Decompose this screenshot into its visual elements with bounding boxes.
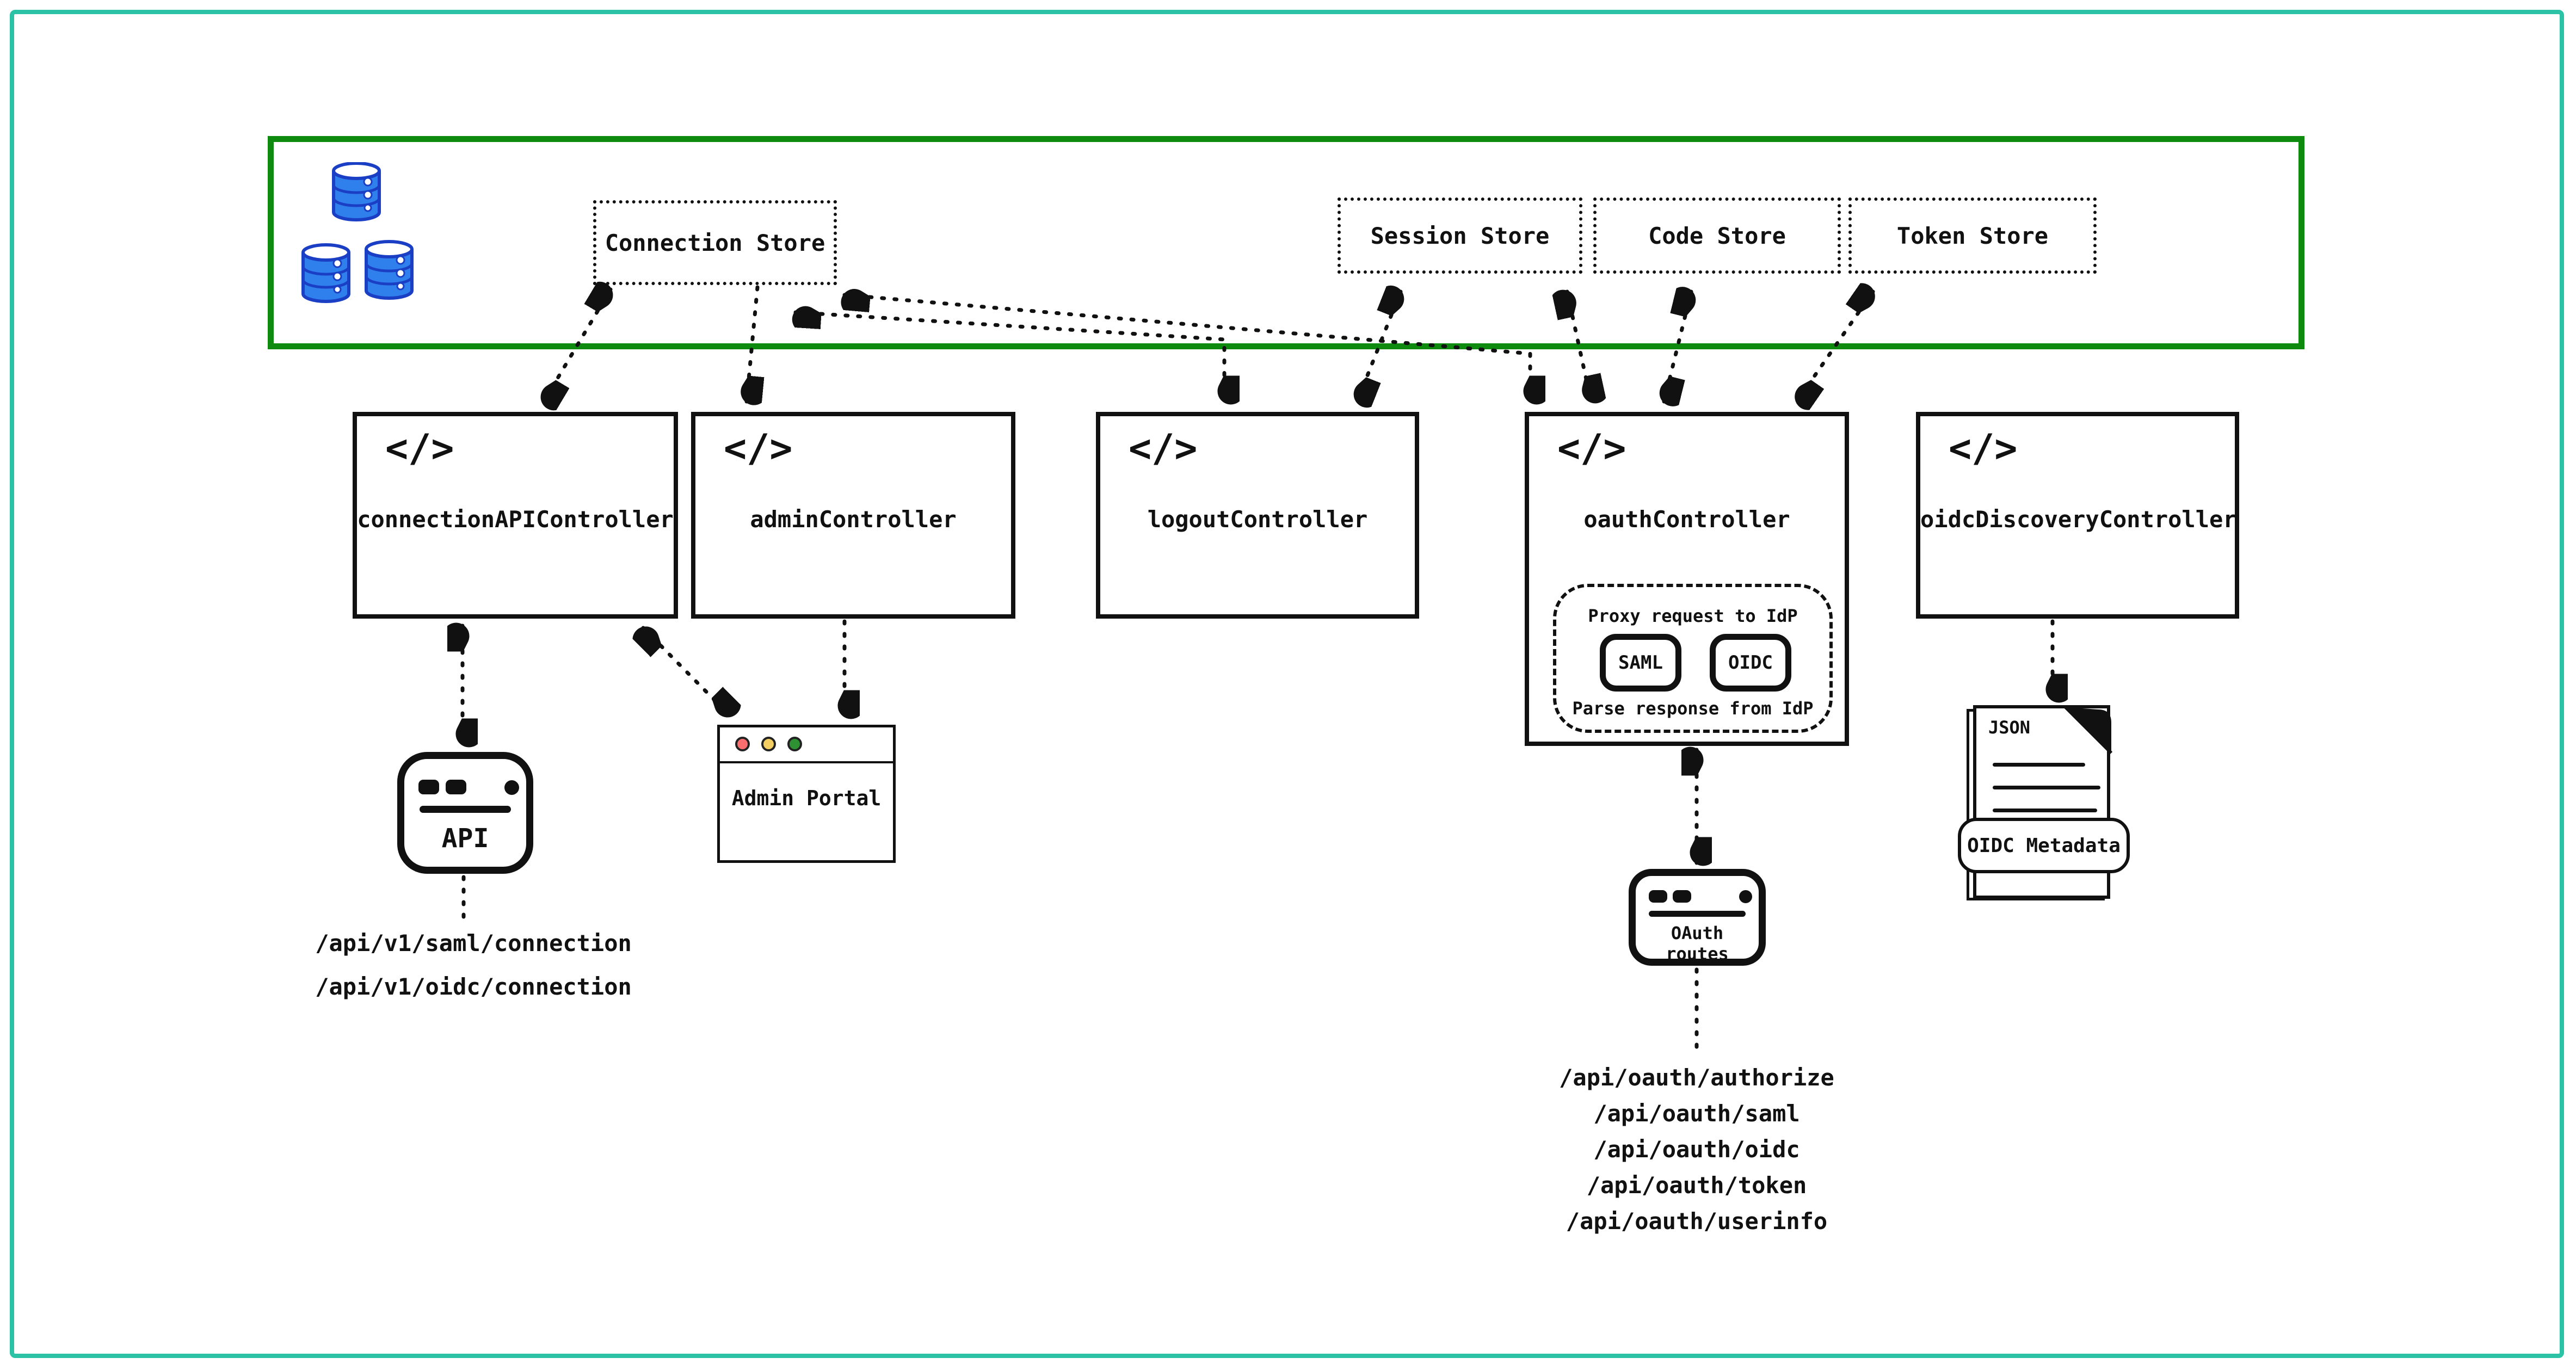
maximize-window-icon (787, 737, 802, 751)
code-icon: </> (1557, 426, 1626, 471)
portal-title-bar (720, 727, 893, 763)
session-store-box: Session Store (1338, 198, 1582, 274)
oidc-protocol-pill: OIDC (1710, 634, 1791, 692)
window-dash-icon (418, 780, 439, 794)
oidc-metadata-banner: OIDC Metadata (1958, 818, 2130, 873)
text-line (1993, 786, 2100, 789)
saml-label: SAML (1618, 652, 1663, 674)
logout-controller-label: logoutController (1147, 506, 1368, 533)
oidc-discovery-controller-box: </> oidcDiscoveryController (1916, 412, 2239, 619)
admin-controller-label: adminController (750, 506, 957, 533)
oidc-discovery-controller-label: oidcDiscoveryController (1920, 506, 2237, 533)
page-fold-icon (2065, 706, 2113, 755)
api-endpoint: /api/v1/oidc/connection (315, 973, 632, 1000)
oauth-endpoint: /api/oauth/oidc (1593, 1136, 1800, 1163)
admin-controller-box: </> adminController (691, 412, 1015, 619)
window-dash-icon (1649, 890, 1667, 903)
oauth-routes-window-icon: OAuth routes (1629, 869, 1766, 966)
window-dot-icon (1739, 890, 1752, 903)
text-line (1993, 763, 2085, 767)
window-bar (420, 806, 511, 813)
code-icon: </> (724, 426, 793, 471)
admin-portal-label: Admin Portal (731, 786, 882, 810)
parse-response-label: Parse response from IdP (1572, 698, 1814, 719)
connection-api-controller-box: </> connectionAPIController (353, 412, 678, 619)
code-store-box: Code Store (1593, 198, 1841, 274)
window-dot-icon (504, 780, 519, 795)
saml-protocol-pill: SAML (1600, 634, 1681, 692)
admin-portal-window: Admin Portal (717, 725, 896, 863)
connection-api-controller-label: connectionAPIController (357, 506, 674, 533)
api-endpoint-list: /api/v1/saml/connection /api/v1/oidc/con… (305, 922, 642, 1009)
token-store-box: Token Store (1848, 198, 2097, 274)
oauth-controller-label: oauthController (1583, 506, 1790, 533)
code-store-label: Code Store (1648, 222, 1786, 249)
idp-proxy-box: Proxy request to IdP SAML OIDC Parse res… (1553, 584, 1833, 733)
close-window-icon (735, 737, 750, 751)
oauth-endpoint: /api/oauth/saml (1593, 1100, 1800, 1127)
oauth-endpoint: /api/oauth/userinfo (1566, 1208, 1828, 1235)
oauth-endpoint-list: /api/oauth/authorize /api/oauth/saml /ap… (1533, 1060, 1860, 1239)
code-icon: </> (1949, 426, 2018, 471)
oauth-endpoint: /api/oauth/authorize (1559, 1064, 1834, 1091)
logout-controller-box: </> logoutController (1096, 412, 1419, 619)
oidc-metadata-label: OIDC Metadata (1967, 834, 2121, 857)
api-window-icon: API (397, 752, 533, 874)
window-dash-icon (1673, 890, 1691, 903)
oauth-routes-label: OAuth routes (1666, 923, 1729, 964)
json-file-type-label: JSON (1988, 717, 2031, 738)
api-label: API (441, 823, 489, 854)
oauth-controller-box: </> oauthController Proxy request to IdP… (1525, 412, 1849, 746)
connection-store-box: Connection Store (593, 200, 837, 285)
code-icon: </> (1129, 426, 1198, 471)
api-endpoint: /api/v1/saml/connection (315, 930, 632, 956)
token-store-label: Token Store (1896, 222, 2049, 249)
minimize-window-icon (761, 737, 776, 751)
window-dash-icon (446, 780, 466, 794)
window-bar (1649, 911, 1746, 917)
connection-store-label: Connection Store (605, 229, 825, 256)
proxy-request-label: Proxy request to IdP (1588, 606, 1798, 626)
oauth-endpoint: /api/oauth/token (1586, 1172, 1807, 1199)
oidc-label: OIDC (1728, 652, 1773, 674)
database-stack-icon (300, 162, 436, 325)
outer-frame (10, 10, 2564, 1358)
code-icon: </> (385, 426, 454, 471)
json-document-icon: JSON OIDC Metadata (1958, 703, 2131, 906)
text-line (1993, 809, 2097, 812)
session-store-label: Session Store (1370, 222, 1550, 249)
